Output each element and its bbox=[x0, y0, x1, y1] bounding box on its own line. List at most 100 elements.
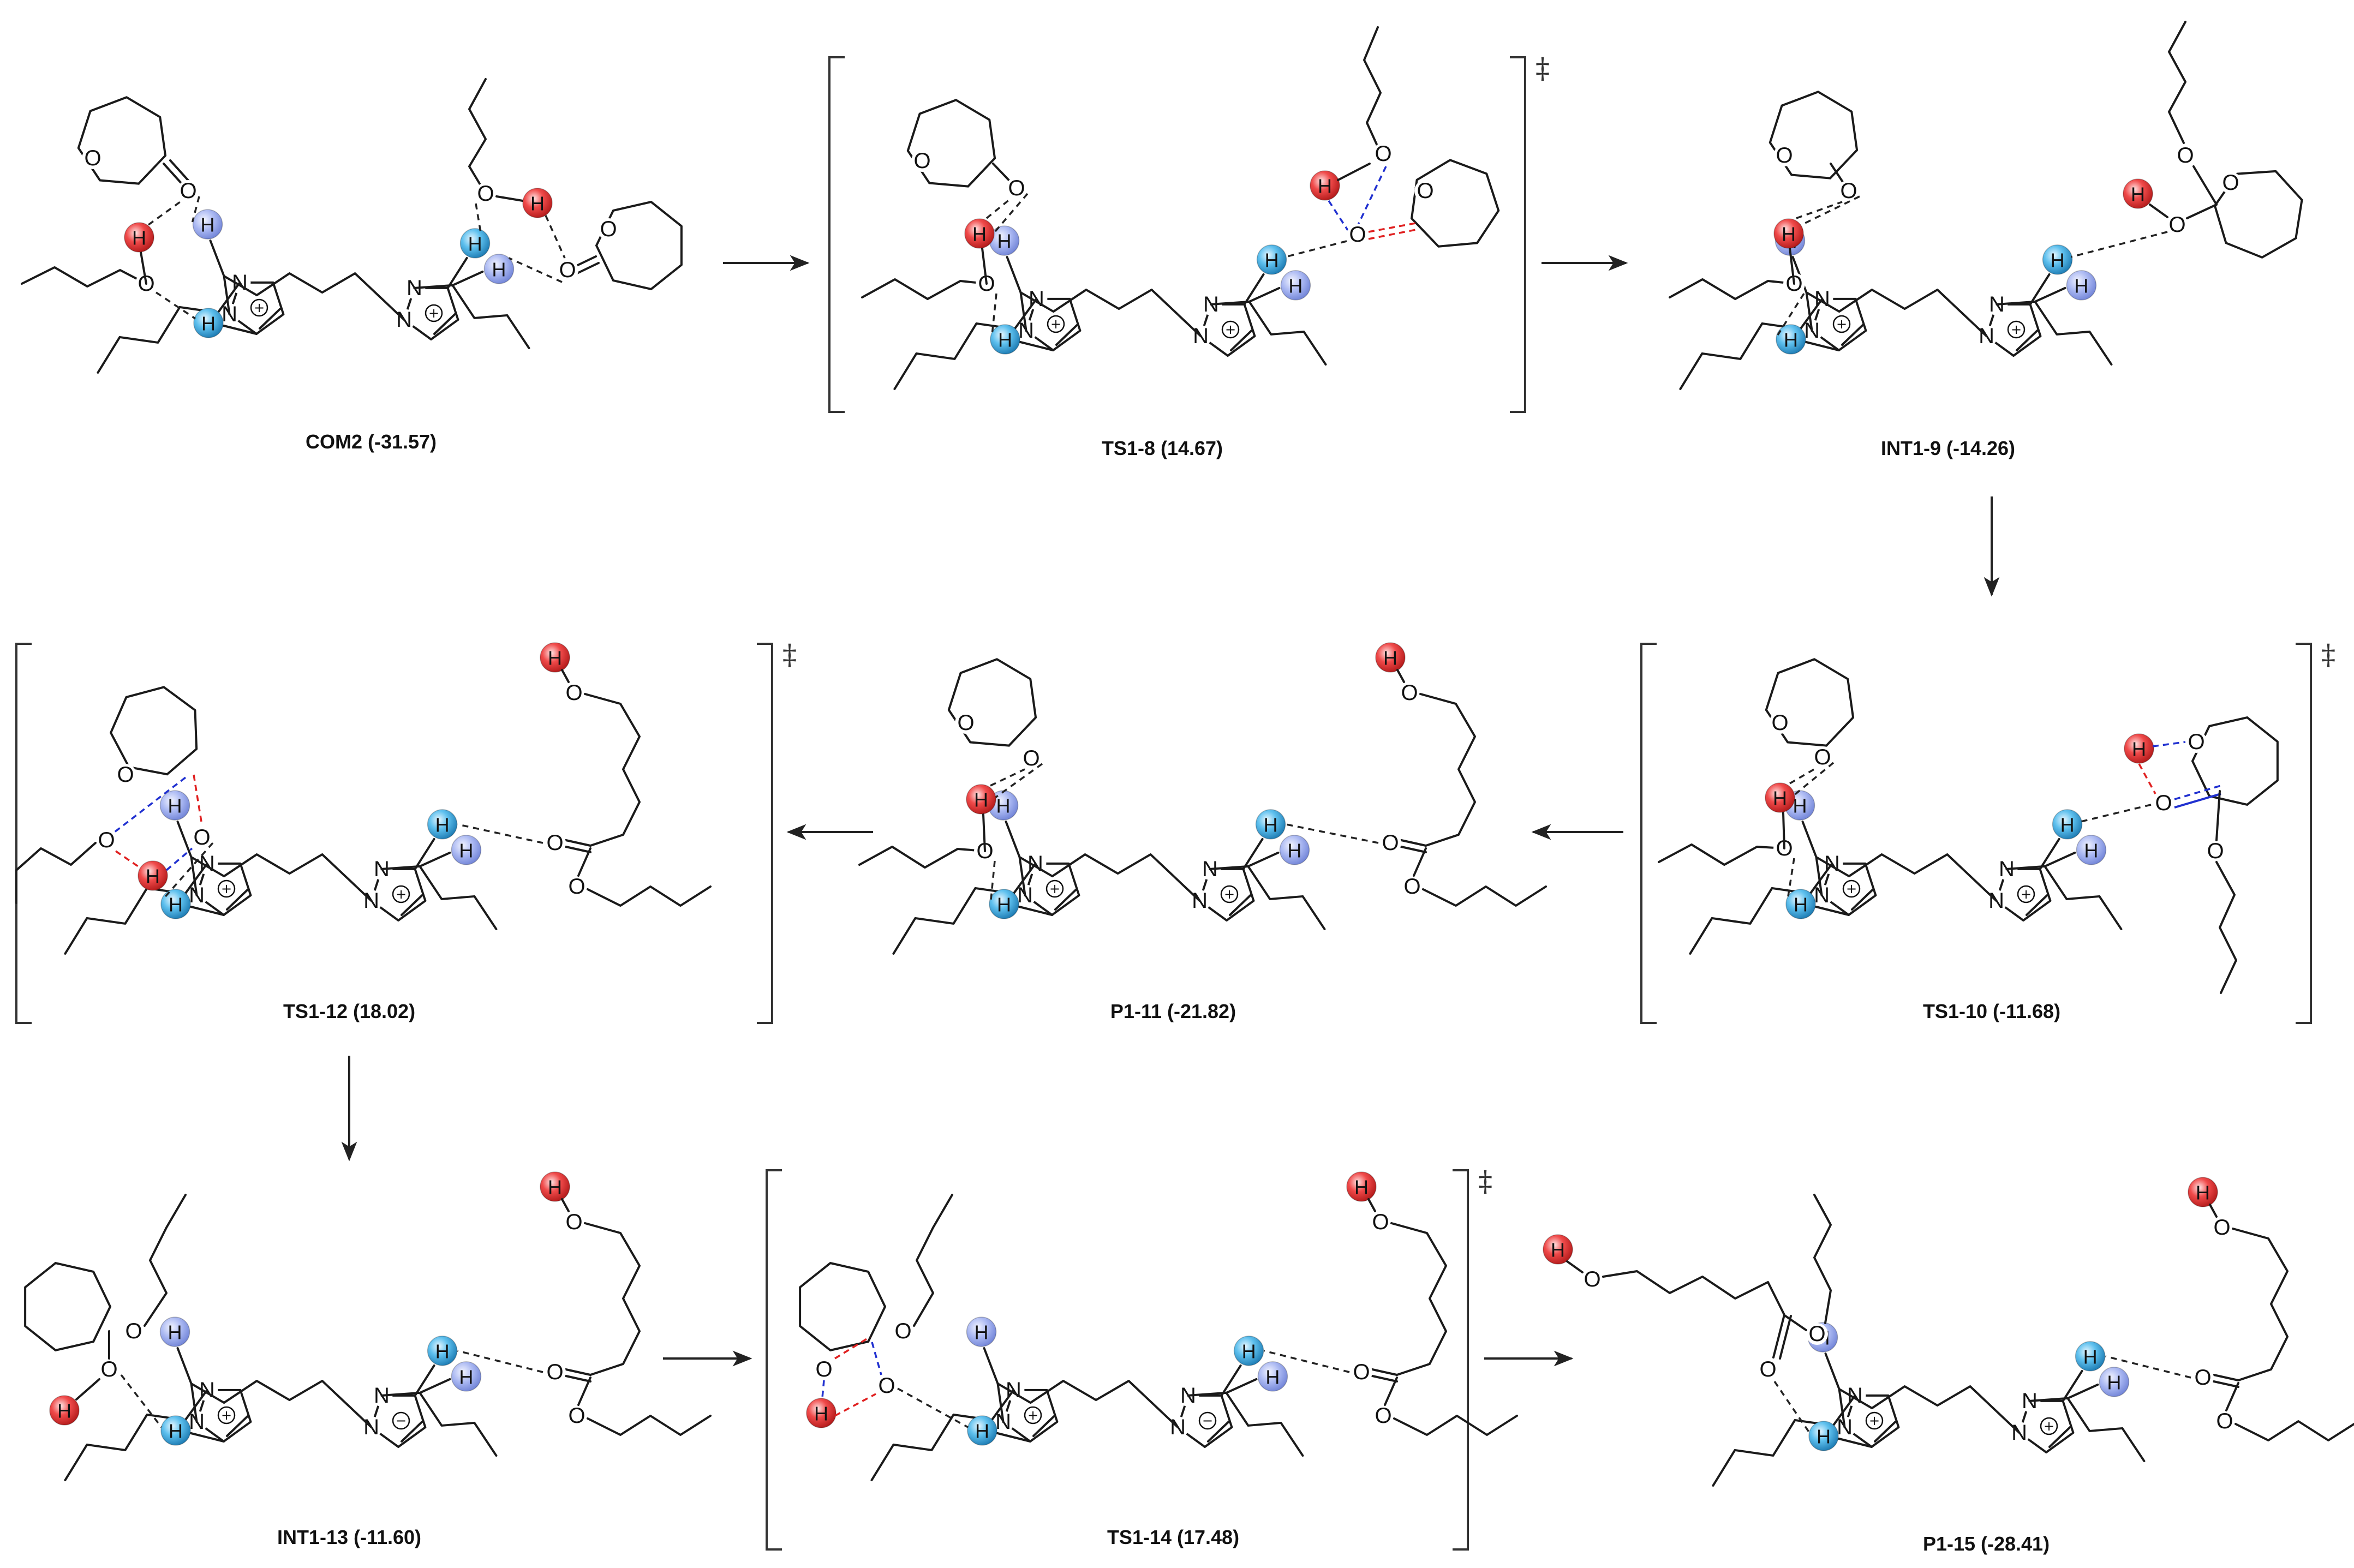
double-bond bbox=[1054, 889, 1077, 911]
ts-forming-bond bbox=[821, 1380, 825, 1398]
hydroxyl-hydrogen bbox=[2124, 733, 2154, 764]
ester-oxygen-bg bbox=[566, 876, 588, 897]
hydrogen-bond bbox=[989, 193, 1029, 238]
carbonyl-bond bbox=[565, 846, 592, 853]
hexanoyl-chain bbox=[584, 1222, 641, 1376]
carbonyl-oxygen: O bbox=[180, 179, 196, 203]
hydroxyl-hydrogen-label: H bbox=[1773, 787, 1787, 810]
ring-bond bbox=[110, 686, 198, 776]
alkoxide-oxygen: O bbox=[100, 1357, 117, 1381]
alkyl-hydrogen bbox=[159, 1316, 190, 1347]
ring-oxygen: O bbox=[815, 1357, 832, 1381]
ts-bracket-right bbox=[757, 643, 773, 1024]
c2h-bond bbox=[190, 906, 225, 916]
acidic-hydrogen bbox=[1776, 324, 1806, 355]
negative-charge-icon bbox=[1198, 1411, 1217, 1430]
positive-charge-icon bbox=[1221, 320, 1240, 339]
hydroxyl-hydrogen bbox=[522, 188, 553, 218]
butyl-chain bbox=[1813, 1194, 1832, 1324]
charge-sign: + bbox=[221, 1408, 232, 1423]
label-ts1-10: TS1-10 (-11.68) bbox=[1923, 1000, 2060, 1022]
oh-bond bbox=[1789, 247, 1795, 285]
charge-sign: + bbox=[1224, 887, 1235, 902]
double-bond bbox=[1055, 324, 1078, 346]
carbonyl-bond bbox=[1371, 1375, 1398, 1383]
negative-charge-icon bbox=[392, 1411, 410, 1430]
charge-sign: + bbox=[1050, 316, 1061, 332]
acidic-hydrogen-label: H bbox=[435, 1340, 450, 1362]
ts-breaking-bond bbox=[834, 1393, 876, 1417]
ch-bond bbox=[209, 240, 225, 278]
hydroxyl-hydrogen bbox=[49, 1395, 80, 1426]
oh-bond bbox=[1367, 1198, 1376, 1212]
hydrogen-bond bbox=[545, 215, 566, 259]
charge-sign: − bbox=[1202, 1413, 1213, 1428]
double-bond bbox=[1207, 1421, 1230, 1443]
alkyl-hydrogen bbox=[451, 835, 482, 865]
hydroxyl-hydrogen-label: H bbox=[132, 227, 146, 249]
c-o-bond bbox=[2186, 204, 2218, 219]
acidic-hydrogen bbox=[2042, 244, 2073, 275]
charge-sign: + bbox=[1836, 316, 1847, 332]
hydrogen-bond bbox=[990, 768, 1025, 787]
butanol-chain bbox=[858, 846, 986, 869]
ch-bond bbox=[451, 270, 484, 286]
double-bond bbox=[2048, 1426, 2071, 1448]
ts-forming-bond bbox=[113, 776, 187, 833]
ring-oxygen: O bbox=[2188, 730, 2204, 754]
double-bond bbox=[401, 894, 423, 916]
label-int1-13: INT1-13 (-11.60) bbox=[277, 1526, 421, 1548]
hydroxyl-oxygen-bg bbox=[2211, 1217, 2233, 1238]
hydroxyl-hydrogen-label: H bbox=[548, 1176, 562, 1199]
acidic-hydrogen bbox=[967, 1415, 997, 1446]
hydroxyl-hydrogen bbox=[540, 642, 570, 673]
hydrogen-bond bbox=[1777, 293, 1805, 336]
alkoxide-oxygen: O bbox=[193, 825, 210, 849]
carbonyl-bond bbox=[565, 1368, 592, 1376]
acidic-hydrogen bbox=[989, 889, 1019, 919]
hydrogen-bond bbox=[988, 763, 1043, 803]
alkyl-hydrogen bbox=[1280, 270, 1311, 301]
ring-oxygen: O bbox=[957, 711, 974, 735]
ring-oxygen-bg bbox=[2185, 731, 2207, 753]
ring-oxygen: O bbox=[2222, 171, 2239, 195]
hydroxyl-hydrogen bbox=[1346, 1171, 1377, 1202]
positive-charge-icon bbox=[425, 304, 443, 322]
ring-oxygen-bg bbox=[1769, 712, 1791, 734]
ch-bond bbox=[419, 1378, 451, 1394]
oh-bond bbox=[2209, 1204, 2218, 1218]
alkoxide-oxygen: O bbox=[878, 1374, 895, 1398]
ts-bracket-left bbox=[766, 1169, 782, 1551]
hydroxyl-oxygen: O bbox=[1584, 1267, 1600, 1291]
butoxy-chain bbox=[2168, 21, 2186, 144]
carbonyl-oxygen: O bbox=[1759, 1357, 1776, 1381]
positive-charge-icon bbox=[2017, 885, 2035, 903]
hydroxyl-hydrogen bbox=[1310, 170, 1340, 201]
hydroxyl-oxygen: O bbox=[98, 828, 115, 852]
positive-charge-icon bbox=[1832, 315, 1851, 333]
ts-breaking-bond bbox=[834, 1336, 871, 1360]
ch-bond bbox=[176, 1347, 193, 1385]
alkyl-hydrogen bbox=[1279, 835, 1310, 865]
butoxy-chain bbox=[2215, 861, 2237, 994]
hydroxyl-hydrogen-label: H bbox=[972, 223, 987, 246]
hydrogen-bond bbox=[508, 257, 563, 283]
hydroxyl-hydrogen bbox=[964, 218, 995, 249]
acidic-hydrogen bbox=[990, 324, 1020, 355]
ts-bracket-right bbox=[2296, 643, 2312, 1024]
ts-forming-bond bbox=[1328, 200, 1349, 231]
ts-bracket-left bbox=[1640, 643, 1657, 1024]
c-o-bond bbox=[1784, 1315, 1807, 1331]
label-p1-11: P1-11 (-21.82) bbox=[1110, 1000, 1236, 1022]
hexanoyl-chain bbox=[584, 693, 641, 847]
ring-oxygen-bg bbox=[1773, 145, 1795, 166]
hydroxyl-hydrogen-label: H bbox=[974, 789, 988, 811]
ts-forming-bond bbox=[1355, 166, 1387, 230]
ester-oxygen: O bbox=[568, 875, 585, 899]
hydrogen-bond bbox=[2081, 804, 2152, 823]
butyl-chain bbox=[64, 862, 208, 955]
butyl-chain bbox=[870, 1389, 1015, 1481]
alkyl-hydrogen bbox=[483, 254, 515, 284]
